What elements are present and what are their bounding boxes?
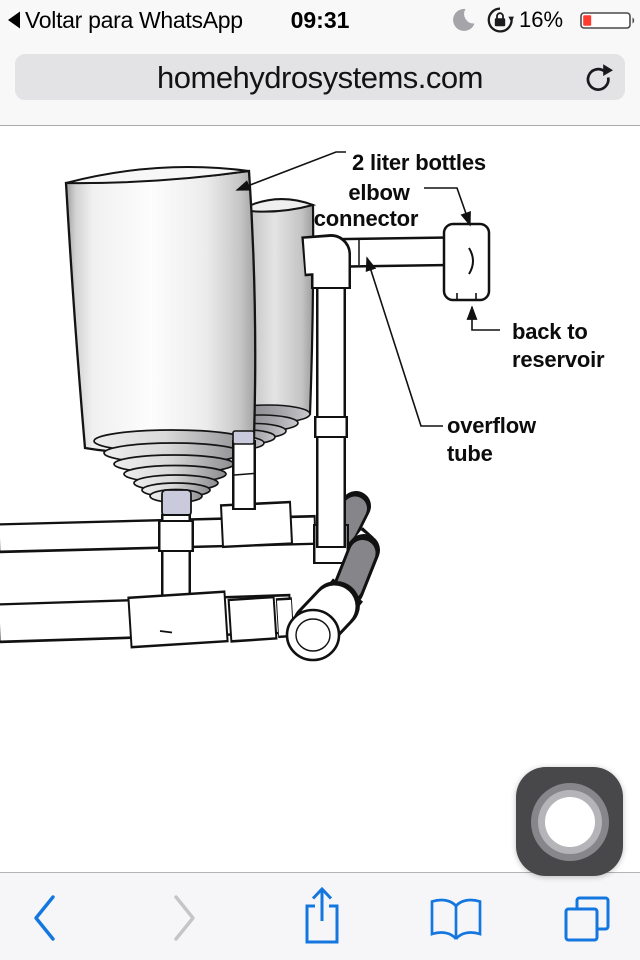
floating-lens-button[interactable] — [516, 767, 623, 876]
open-book-icon — [430, 898, 482, 940]
back-triangle-icon — [8, 11, 20, 29]
reload-icon[interactable] — [583, 61, 615, 95]
breadcrumb-label: Voltar para WhatsApp — [25, 6, 243, 33]
battery-percent: 16% — [519, 7, 564, 32]
front-bottle-neck — [161, 489, 192, 517]
label-connector: connector — [314, 206, 419, 231]
do-not-disturb-moon-icon — [453, 8, 475, 31]
reservoir-elbow-connector — [442, 222, 491, 302]
leader-lines — [235, 151, 500, 427]
tabs-button[interactable] — [563, 895, 611, 943]
lens-inner-ring — [537, 789, 602, 854]
hydroponics-diagram: 2 liter bottles elbow connector back to … — [0, 150, 605, 662]
lower-rail — [0, 590, 295, 649]
battery-icon — [580, 12, 635, 29]
back-to-app-breadcrumb[interactable]: Voltar para WhatsApp — [8, 0, 243, 40]
urlbar-divider — [0, 125, 640, 126]
back-bottle-neck — [232, 430, 255, 445]
share-button[interactable] — [300, 885, 344, 947]
safari-toolbar — [0, 872, 640, 960]
url-bar: homehydrosystems.com — [0, 40, 640, 126]
bottle-front — [64, 166, 257, 504]
url-field[interactable]: homehydrosystems.com — [15, 54, 625, 100]
diagram-labels: 2 liter bottles elbow connector back to … — [314, 150, 605, 466]
tabs-squares-icon — [564, 896, 610, 942]
gray-elbow-lower — [285, 534, 380, 662]
label-reservoir: reservoir — [512, 347, 605, 372]
chevron-right-icon — [174, 895, 195, 941]
chevron-left-icon — [34, 895, 55, 941]
leader-bottles — [235, 151, 346, 191]
leader-elbow-connector — [424, 187, 471, 227]
status-right-cluster: 16% — [440, 0, 640, 40]
back-neck-tube — [232, 430, 256, 510]
front-neck-tube — [158, 489, 194, 606]
overflow-tube-assembly — [301, 234, 481, 548]
label-elbow: elbow — [348, 180, 410, 205]
label-overflow: overflow — [447, 413, 537, 438]
back-button[interactable] — [32, 894, 58, 942]
forward-button[interactable] — [171, 894, 197, 942]
upper-rail — [0, 500, 317, 554]
label-2-liter-bottles: 2 liter bottles — [352, 150, 486, 175]
bookmarks-button[interactable] — [429, 897, 483, 943]
leader-back-to-reservoir — [466, 305, 500, 331]
lens-outer-ring — [530, 782, 609, 861]
label-back-to: back to — [512, 319, 588, 344]
lens-circle-icon — [544, 796, 595, 847]
leader-overflow-tube — [365, 256, 443, 427]
rotation-lock-icon — [487, 7, 514, 33]
web-page-content: 2 liter bottles elbow connector back to … — [0, 126, 640, 872]
url-text: homehydrosystems.com — [157, 60, 483, 95]
label-tube: tube — [447, 441, 493, 466]
share-icon — [305, 886, 339, 944]
pipe-manifold — [0, 222, 491, 662]
status-bar: Voltar para WhatsApp 09:31 16% — [0, 0, 640, 40]
